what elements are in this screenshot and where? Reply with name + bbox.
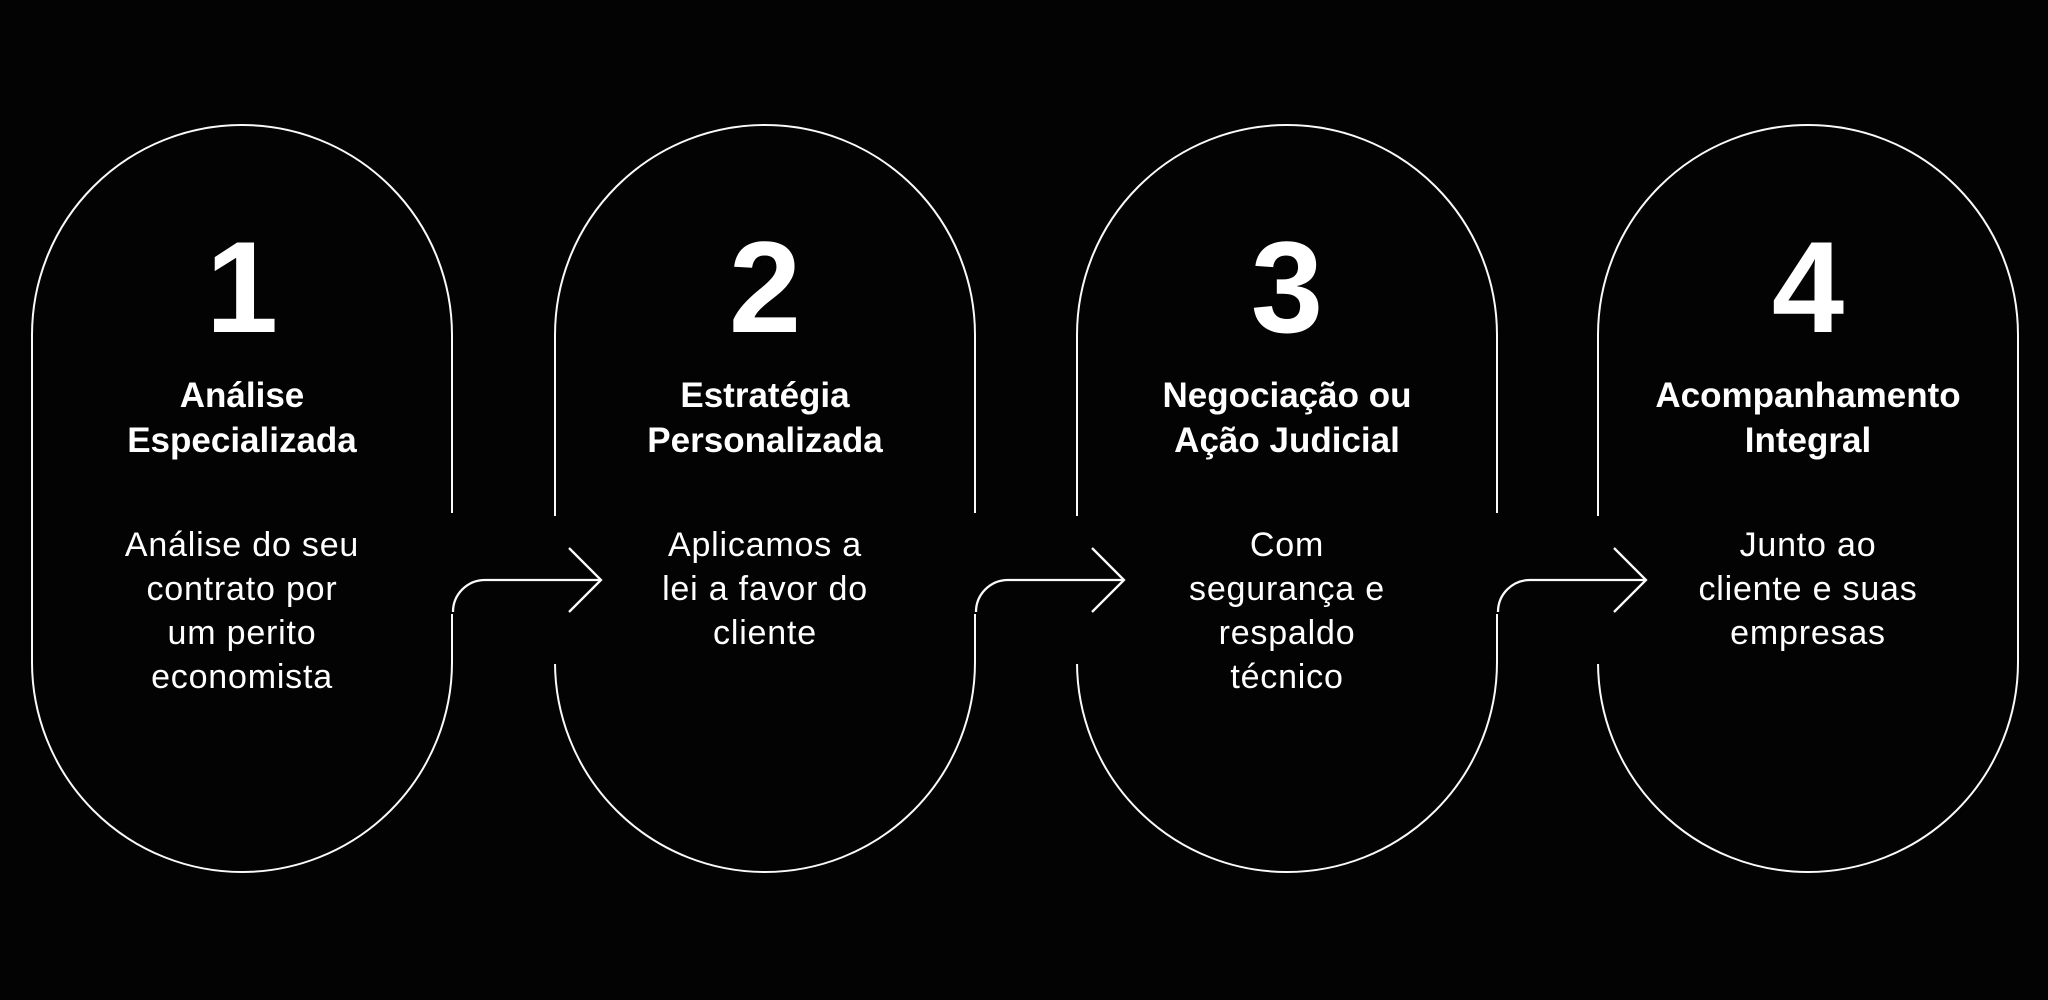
border-gap-mask xyxy=(971,513,979,614)
step-title: Análise Especializada xyxy=(127,376,357,460)
step-number: 1 xyxy=(205,214,279,360)
border-gap-mask xyxy=(1073,516,1081,664)
step-card-3: 3 Negociação ou Ação Judicial Com segura… xyxy=(1076,124,1498,873)
step-card-4: 4 Acompanhamento Integral Junto ao clien… xyxy=(1597,124,2019,873)
step-number: 3 xyxy=(1250,214,1324,360)
border-gap-mask xyxy=(1493,513,1501,614)
step-description: Com segurança e respaldo técnico xyxy=(1189,526,1385,696)
step-card-1: 1 Análise Especializada Análise do seu c… xyxy=(31,124,453,873)
border-gap-mask xyxy=(448,513,456,614)
border-gap-mask xyxy=(1594,516,1602,664)
step-title: Acompanhamento Integral xyxy=(1655,376,1961,460)
step-title: Estratégia Personalizada xyxy=(647,376,883,460)
flow-arrow-icon xyxy=(451,547,603,613)
step-number: 4 xyxy=(1771,214,1845,360)
step-description: Análise do seu contrato por um perito ec… xyxy=(124,526,360,696)
flow-arrow-icon xyxy=(974,547,1126,613)
step-description: Aplicamos a lei a favor do cliente xyxy=(662,526,868,652)
step-number: 2 xyxy=(728,214,802,360)
step-title: Negociação ou Ação Judicial xyxy=(1162,376,1412,460)
step-card-2: 2 Estratégia Personalizada Aplicamos a l… xyxy=(554,124,976,873)
border-gap-mask xyxy=(551,516,559,664)
step-description: Junto ao cliente e suas empresas xyxy=(1698,526,1918,652)
flow-arrow-icon xyxy=(1496,547,1648,613)
